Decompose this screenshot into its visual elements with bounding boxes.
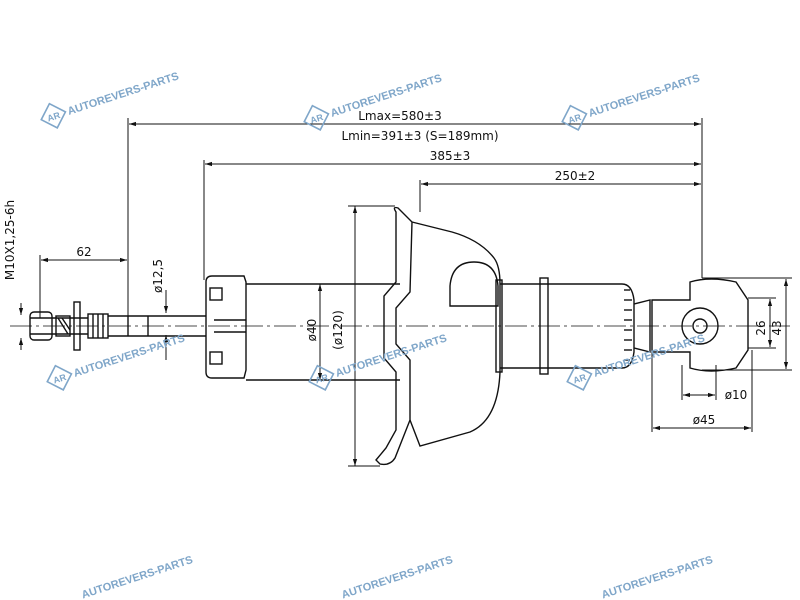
- svg-text:AR: AR: [567, 112, 583, 126]
- svg-text:AR: AR: [572, 372, 588, 386]
- tube-diameter-label: ø40: [305, 319, 319, 342]
- eye-width-label: 26: [754, 320, 768, 335]
- watermark-text: AUTOREVERS-PARTS: [340, 554, 454, 600]
- body-length-label: 385±3: [430, 149, 471, 163]
- watermark-logo: AR: [303, 104, 330, 131]
- eye-outer-label: ø45: [693, 413, 716, 427]
- watermark-text: AUTOREVERS-PARTS: [600, 554, 714, 600]
- eye-offset-label: 250±2: [555, 169, 596, 183]
- watermark-7: AUTOREVERS-PARTS: [80, 554, 194, 600]
- watermark-logo: AR: [561, 104, 588, 131]
- spring-seat-diameter-label: (ø120): [331, 310, 345, 350]
- watermark-9: AUTOREVERS-PARTS: [600, 554, 714, 600]
- watermark-text: AUTOREVERS-PARTS: [334, 332, 448, 379]
- watermark-text: AUTOREVERS-PARTS: [587, 72, 701, 119]
- watermark-logo: AR: [46, 364, 73, 391]
- eye-bore-label: ø10: [725, 388, 748, 402]
- watermark-logo: AR: [566, 364, 593, 391]
- rod-diameter-label: ø12,5: [151, 259, 165, 293]
- lmin-label: Lmin=391±3 (S=189mm): [341, 129, 498, 143]
- svg-text:AR: AR: [52, 372, 68, 386]
- thread-length-label: 62: [76, 245, 91, 259]
- watermark-logo: AR: [40, 102, 67, 129]
- watermark-8: AUTOREVERS-PARTS: [340, 554, 454, 600]
- thread-spec-label: M10X1,25-6h: [3, 200, 17, 280]
- watermark-text: AUTOREVERS-PARTS: [592, 332, 706, 379]
- watermark-6: AR AUTOREVERS-PARTS: [566, 332, 706, 391]
- watermark-5: AR AUTOREVERS-PARTS: [308, 332, 448, 391]
- svg-text:AR: AR: [309, 112, 325, 126]
- lmax-label: Lmax=580±3: [358, 109, 441, 123]
- svg-text:AR: AR: [314, 372, 330, 386]
- svg-text:AR: AR: [46, 110, 62, 124]
- dimension-lines: [18, 118, 792, 467]
- watermark-logo: AR: [308, 364, 335, 391]
- watermark-text: AUTOREVERS-PARTS: [80, 554, 194, 600]
- eye-height-label: 43: [770, 320, 784, 335]
- watermark-1: AR AUTOREVERS-PARTS: [40, 70, 180, 129]
- watermark-text: AUTOREVERS-PARTS: [66, 70, 180, 117]
- watermark-text: AUTOREVERS-PARTS: [72, 332, 186, 379]
- part-outline: [29, 206, 749, 466]
